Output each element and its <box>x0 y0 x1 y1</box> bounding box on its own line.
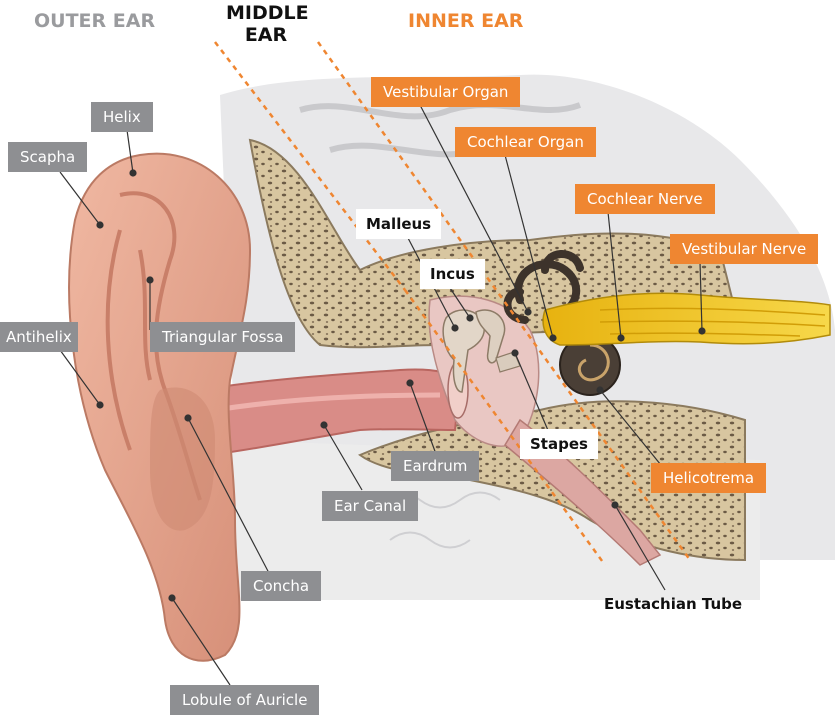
label-scapha: Scapha <box>8 142 88 172</box>
label-antihelix: Antihelix <box>0 322 78 352</box>
section-title-outer-ear: OUTER EAR <box>34 10 156 32</box>
label-cochlear-organ: Cochlear Organ <box>455 127 596 157</box>
label-helix: Helix <box>91 102 153 132</box>
ear-canal-highlight <box>214 392 441 413</box>
section-title-inner-ear: INNER EAR <box>408 10 524 32</box>
label-incus: Incus <box>420 259 485 289</box>
concha-cavity <box>150 387 215 531</box>
label-vestibular-organ: Vestibular Organ <box>371 77 521 107</box>
section-title-middle-ear-line2: EAR <box>244 24 288 46</box>
label-concha: Concha <box>241 571 322 601</box>
section-title-middle-ear: MIDDLE EAR <box>226 2 309 46</box>
cochlea-turns <box>577 343 610 382</box>
divider-middle-inner <box>316 41 692 561</box>
label-cochlear-nerve: Cochlear Nerve <box>575 184 715 214</box>
label-malleus: Malleus <box>356 209 442 239</box>
incus-bone <box>475 309 506 364</box>
label-stapes: Stapes <box>520 429 598 459</box>
divider-middle-lower <box>403 289 607 566</box>
label-triangular-fossa: Triangular Fossa <box>150 322 296 352</box>
label-eustachian-tube: Eustachian Tube <box>604 595 743 613</box>
nerve-fibers <box>599 307 826 337</box>
leader-lines <box>59 104 706 686</box>
label-ear-canal: Ear Canal <box>322 491 419 521</box>
ear-canal-shape <box>198 368 462 457</box>
label-eardrum: Eardrum <box>391 451 480 481</box>
divider-outer-middle <box>214 41 406 291</box>
label-vestibular-nerve: Vestibular Nerve <box>670 234 819 264</box>
label-lobule-of-auricle: Lobule of Auricle <box>170 685 320 715</box>
label-helicotrema: Helicotrema <box>651 463 767 493</box>
section-title-middle-ear-line1: MIDDLE <box>226 2 309 24</box>
nerve-bundle <box>542 292 831 346</box>
